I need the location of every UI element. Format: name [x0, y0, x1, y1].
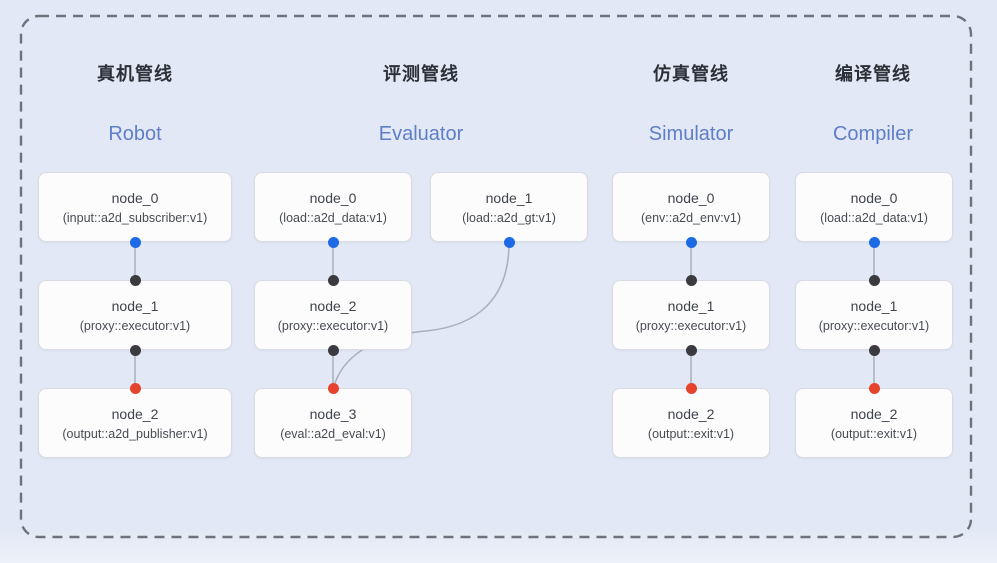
- evaluator-node-3: node_3 (eval::a2d_eval:v1): [254, 388, 412, 458]
- compiler-pipeline-title-en: Compiler: [832, 123, 914, 145]
- node-subtitle: (proxy::executor:v1): [635, 318, 747, 333]
- compiler-node-1: node_1 (proxy::executor:v1): [795, 280, 953, 350]
- node-title: node_2: [850, 405, 898, 422]
- evaluator-node3-input-port-dot: [327, 382, 339, 394]
- compiler-node-2: node_2 (output::exit:v1): [795, 388, 953, 458]
- simulator-node-1: node_1 (proxy::executor:v1): [612, 280, 770, 350]
- node-subtitle: (load::a2d_data:v1): [820, 210, 928, 225]
- node-title: node_1: [850, 297, 898, 314]
- node-title: node_0: [850, 189, 898, 206]
- compiler-node0-output-port-dot: [868, 236, 880, 248]
- node-subtitle: (proxy::executor:v1): [277, 318, 389, 333]
- robot-node-2: node_2 (output::a2d_publisher:v1): [38, 388, 232, 458]
- evaluator-node2-output-port-dot: [327, 344, 339, 356]
- compiler-pipeline-title-zh: 编译管线: [835, 64, 911, 84]
- robot-node0-output-port-dot: [129, 236, 141, 248]
- node-title: node_0: [667, 189, 715, 206]
- node-title: node_0: [111, 189, 159, 206]
- node-title: node_2: [111, 405, 159, 422]
- simulator-pipeline-title-zh: 仿真管线: [653, 64, 729, 84]
- evaluator-node-1: node_1 (load::a2d_gt:v1): [430, 172, 588, 242]
- node-subtitle: (proxy::executor:v1): [818, 318, 930, 333]
- compiler-node2-input-port-dot: [868, 382, 880, 394]
- node-title: node_1: [667, 297, 715, 314]
- evaluator-pipeline-title-en: Evaluator: [378, 123, 464, 145]
- node-title: node_0: [309, 189, 357, 206]
- node-subtitle: (output::exit:v1): [830, 426, 918, 441]
- node-subtitle: (load::a2d_gt:v1): [462, 210, 556, 225]
- compiler-node-0: node_0 (load::a2d_data:v1): [795, 172, 953, 242]
- simulator-node1-output-port-dot: [685, 344, 697, 356]
- robot-node-1: node_1 (proxy::executor:v1): [38, 280, 232, 350]
- evaluator-node-2: node_2 (proxy::executor:v1): [254, 280, 412, 350]
- robot-node2-input-port-dot: [129, 382, 141, 394]
- robot-pipeline-title-en: Robot: [108, 123, 162, 145]
- compiler-node1-output-port-dot: [868, 344, 880, 356]
- simulator-node2-input-port-dot: [685, 382, 697, 394]
- evaluator-node2-input-port-dot: [327, 274, 339, 286]
- robot-pipeline-title-zh: 真机管线: [97, 64, 173, 84]
- robot-node1-input-port-dot: [129, 274, 141, 286]
- node-subtitle: (output::exit:v1): [647, 426, 735, 441]
- simulator-node1-input-port-dot: [685, 274, 697, 286]
- robot-node-0: node_0 (input::a2d_subscriber:v1): [38, 172, 232, 242]
- node-subtitle: (env::a2d_env:v1): [640, 210, 742, 225]
- node-title: node_3: [309, 405, 357, 422]
- simulator-node-0: node_0 (env::a2d_env:v1): [612, 172, 770, 242]
- evaluator-node1-output-port-dot: [503, 236, 515, 248]
- edge-evaluator-node1-node3-curve: [334, 242, 510, 384]
- node-title: node_1: [111, 297, 159, 314]
- node-subtitle: (eval::a2d_eval:v1): [280, 426, 386, 441]
- node-subtitle: (output::a2d_publisher:v1): [62, 426, 208, 441]
- dashed-frame-border: [19, 14, 973, 539]
- node-subtitle: (load::a2d_data:v1): [279, 210, 387, 225]
- node-title: node_2: [309, 297, 357, 314]
- evaluator-pipeline-title-zh: 评测管线: [383, 64, 459, 84]
- node-subtitle: (input::a2d_subscriber:v1): [62, 210, 208, 225]
- simulator-node-2: node_2 (output::exit:v1): [612, 388, 770, 458]
- simulator-node0-output-port-dot: [685, 236, 697, 248]
- compiler-node1-input-port-dot: [868, 274, 880, 286]
- robot-node1-output-port-dot: [129, 344, 141, 356]
- node-title: node_2: [667, 405, 715, 422]
- node-subtitle: (proxy::executor:v1): [79, 318, 191, 333]
- evaluator-node-0: node_0 (load::a2d_data:v1): [254, 172, 412, 242]
- simulator-pipeline-title-en: Simulator: [648, 123, 734, 145]
- node-title: node_1: [485, 189, 533, 206]
- evaluator-node0-output-port-dot: [327, 236, 339, 248]
